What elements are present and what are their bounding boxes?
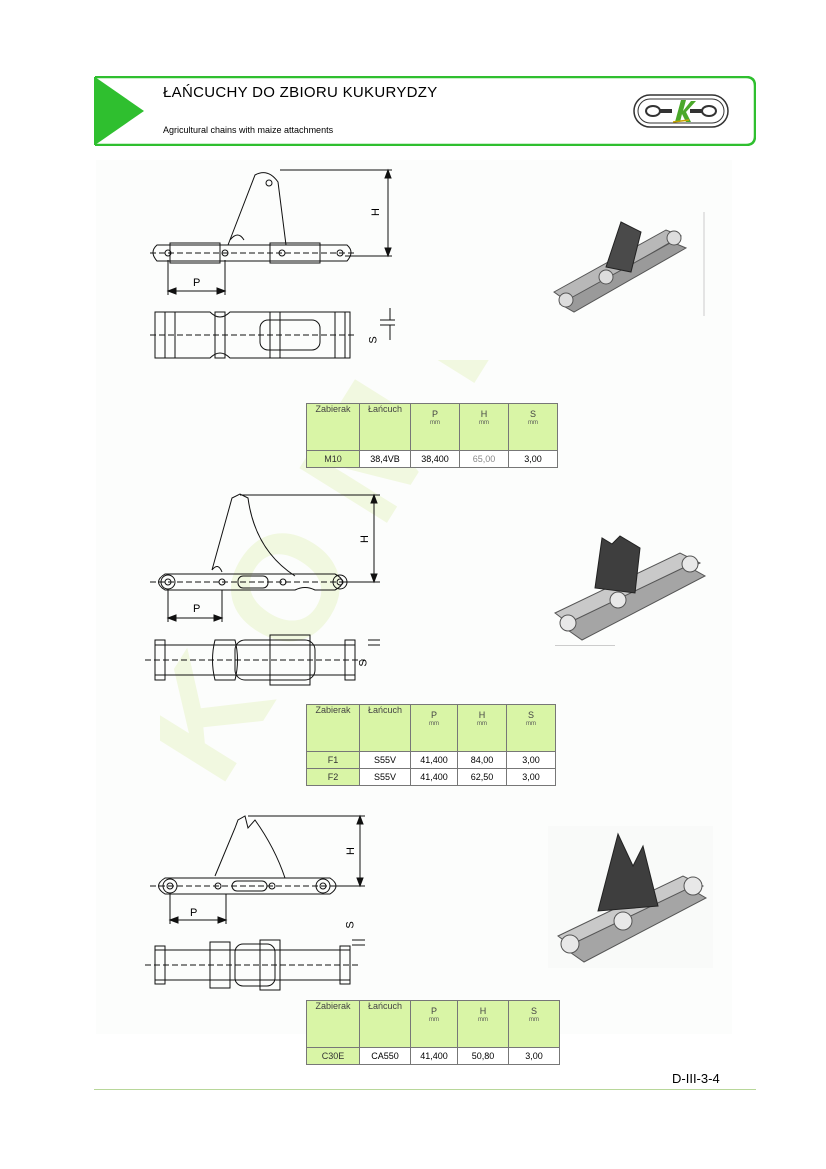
header-frame xyxy=(94,76,756,146)
header-s: S xyxy=(529,409,536,419)
dimension-label-s: S xyxy=(367,336,380,344)
cell-lancuch: S55V xyxy=(359,751,411,769)
dimension-label-h: H xyxy=(358,535,371,543)
unit-s: mm xyxy=(529,1017,539,1023)
unit-s: mm xyxy=(526,721,536,727)
header-h: H xyxy=(478,710,486,720)
cell-p: 38,400 xyxy=(410,450,460,468)
footer-divider xyxy=(94,1089,756,1090)
header-arrow-icon xyxy=(95,77,144,145)
cell-h: 50,80 xyxy=(457,1047,509,1065)
header-zabierak: Zabierak xyxy=(306,403,360,451)
cell-s: 3,00 xyxy=(508,1047,560,1065)
dimension-label-h: H xyxy=(344,847,357,855)
table-row: C30E CA550 41,400 50,80 3,00 xyxy=(306,1047,560,1065)
unit-p: mm xyxy=(429,721,439,727)
cell-p: 41,400 xyxy=(410,1047,458,1065)
unit-s: mm xyxy=(528,420,538,426)
cell-zabierak: C30E xyxy=(306,1047,360,1065)
dimension-label-s: S xyxy=(357,659,370,667)
header-s: S xyxy=(527,710,534,720)
dimension-label-h: H xyxy=(369,208,382,216)
unit-h: mm xyxy=(478,1017,488,1023)
chain-photo-f1-f2 xyxy=(554,535,707,646)
technical-drawing-m10 xyxy=(150,168,395,359)
cell-h: 84,00 xyxy=(457,751,507,769)
technical-drawing-f1-f2 xyxy=(145,493,380,686)
header-p: P xyxy=(430,1006,437,1016)
chain-photo-c30e xyxy=(548,826,713,968)
header-zabierak: Zabierak xyxy=(306,1000,360,1048)
page-title: ŁAŃCUCHY DO ZBIORU KUKURYDZY xyxy=(163,84,438,101)
page-subtitle: Agricultural chains with maize attachmen… xyxy=(163,125,334,135)
cell-h: 65,00 xyxy=(459,450,509,468)
cell-s: 3,00 xyxy=(506,751,556,769)
komes-chain-link-logo-icon xyxy=(633,94,729,128)
cell-lancuch: 38,4VB xyxy=(359,450,411,468)
cell-s: 3,00 xyxy=(506,768,556,786)
header-p: P xyxy=(430,710,437,720)
cell-zabierak: F2 xyxy=(306,768,360,786)
header-p: P xyxy=(431,409,438,419)
dimension-label-p: P xyxy=(193,603,201,615)
header-s: S xyxy=(530,1006,537,1016)
cell-h: 62,50 xyxy=(457,768,507,786)
header-lancuch: Łańcuch xyxy=(359,704,411,752)
dimension-label-s: S xyxy=(344,921,357,929)
cell-lancuch: CA550 xyxy=(359,1047,411,1065)
table-row: M10 38,4VB 38,400 65,00 3,00 xyxy=(306,450,558,468)
page-code: D-III-3-4 xyxy=(672,1071,720,1086)
header-h: H xyxy=(479,1006,487,1016)
cell-zabierak: F1 xyxy=(306,751,360,769)
technical-drawing-c30e xyxy=(145,814,365,991)
cell-lancuch: S55V xyxy=(359,768,411,786)
dimension-label-p: P xyxy=(193,277,201,289)
chain-photo-m10 xyxy=(553,212,705,316)
table-row: F2 S55V 41,400 62,50 3,00 xyxy=(306,768,556,786)
header-h: H xyxy=(480,409,488,419)
unit-h: mm xyxy=(477,721,487,727)
header-lancuch: Łańcuch xyxy=(359,403,411,451)
table-row: F1 S55V 41,400 84,00 3,00 xyxy=(306,751,556,769)
header-lancuch: Łańcuch xyxy=(359,1000,411,1048)
dimension-label-p: P xyxy=(190,907,198,919)
unit-p: mm xyxy=(430,420,440,426)
cell-p: 41,400 xyxy=(410,768,458,786)
unit-p: mm xyxy=(429,1017,439,1023)
cell-s: 3,00 xyxy=(508,450,558,468)
cell-p: 41,400 xyxy=(410,751,458,769)
cell-zabierak: M10 xyxy=(306,450,360,468)
header-zabierak: Zabierak xyxy=(306,704,360,752)
unit-h: mm xyxy=(479,420,489,426)
